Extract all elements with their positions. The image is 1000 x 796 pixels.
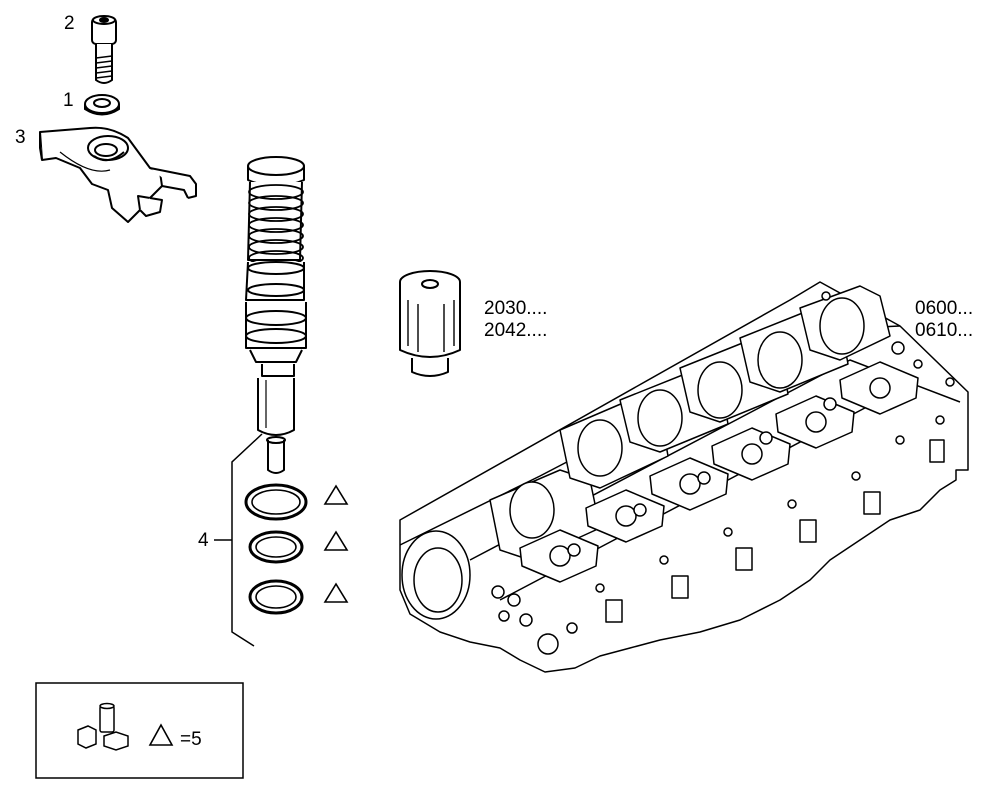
ref-cylinder-head-1: 0600... bbox=[915, 298, 974, 319]
injector-cap-part[interactable] bbox=[399, 270, 461, 377]
o-ring-3[interactable] bbox=[248, 579, 304, 615]
kit-bracket-line bbox=[231, 433, 263, 647]
ref-cylinder-head-2: 0610... bbox=[915, 320, 974, 341]
ref-injector-cap-2: 2042.... bbox=[484, 320, 548, 341]
o-ring-2[interactable] bbox=[248, 530, 304, 564]
callout-2: 2 bbox=[64, 13, 75, 34]
o-ring-1[interactable] bbox=[244, 483, 308, 521]
triangle-icon bbox=[323, 484, 349, 603]
legend-triangle-icon bbox=[148, 723, 174, 746]
ref-injector-cap-1: 2030.... bbox=[484, 298, 548, 319]
bolt-part[interactable] bbox=[91, 15, 117, 84]
legend-quantity: =5 bbox=[180, 729, 202, 750]
seal-ring-part[interactable] bbox=[84, 94, 120, 116]
legend-box bbox=[35, 682, 244, 779]
cylinder-head-part[interactable] bbox=[399, 281, 969, 673]
callout-1: 1 bbox=[63, 90, 74, 111]
injector-part[interactable] bbox=[245, 156, 307, 474]
parts-kit-icon bbox=[77, 702, 129, 751]
bracket-part[interactable] bbox=[39, 126, 197, 223]
callout-3: 3 bbox=[15, 127, 26, 148]
callout-4: 4 bbox=[198, 530, 209, 551]
